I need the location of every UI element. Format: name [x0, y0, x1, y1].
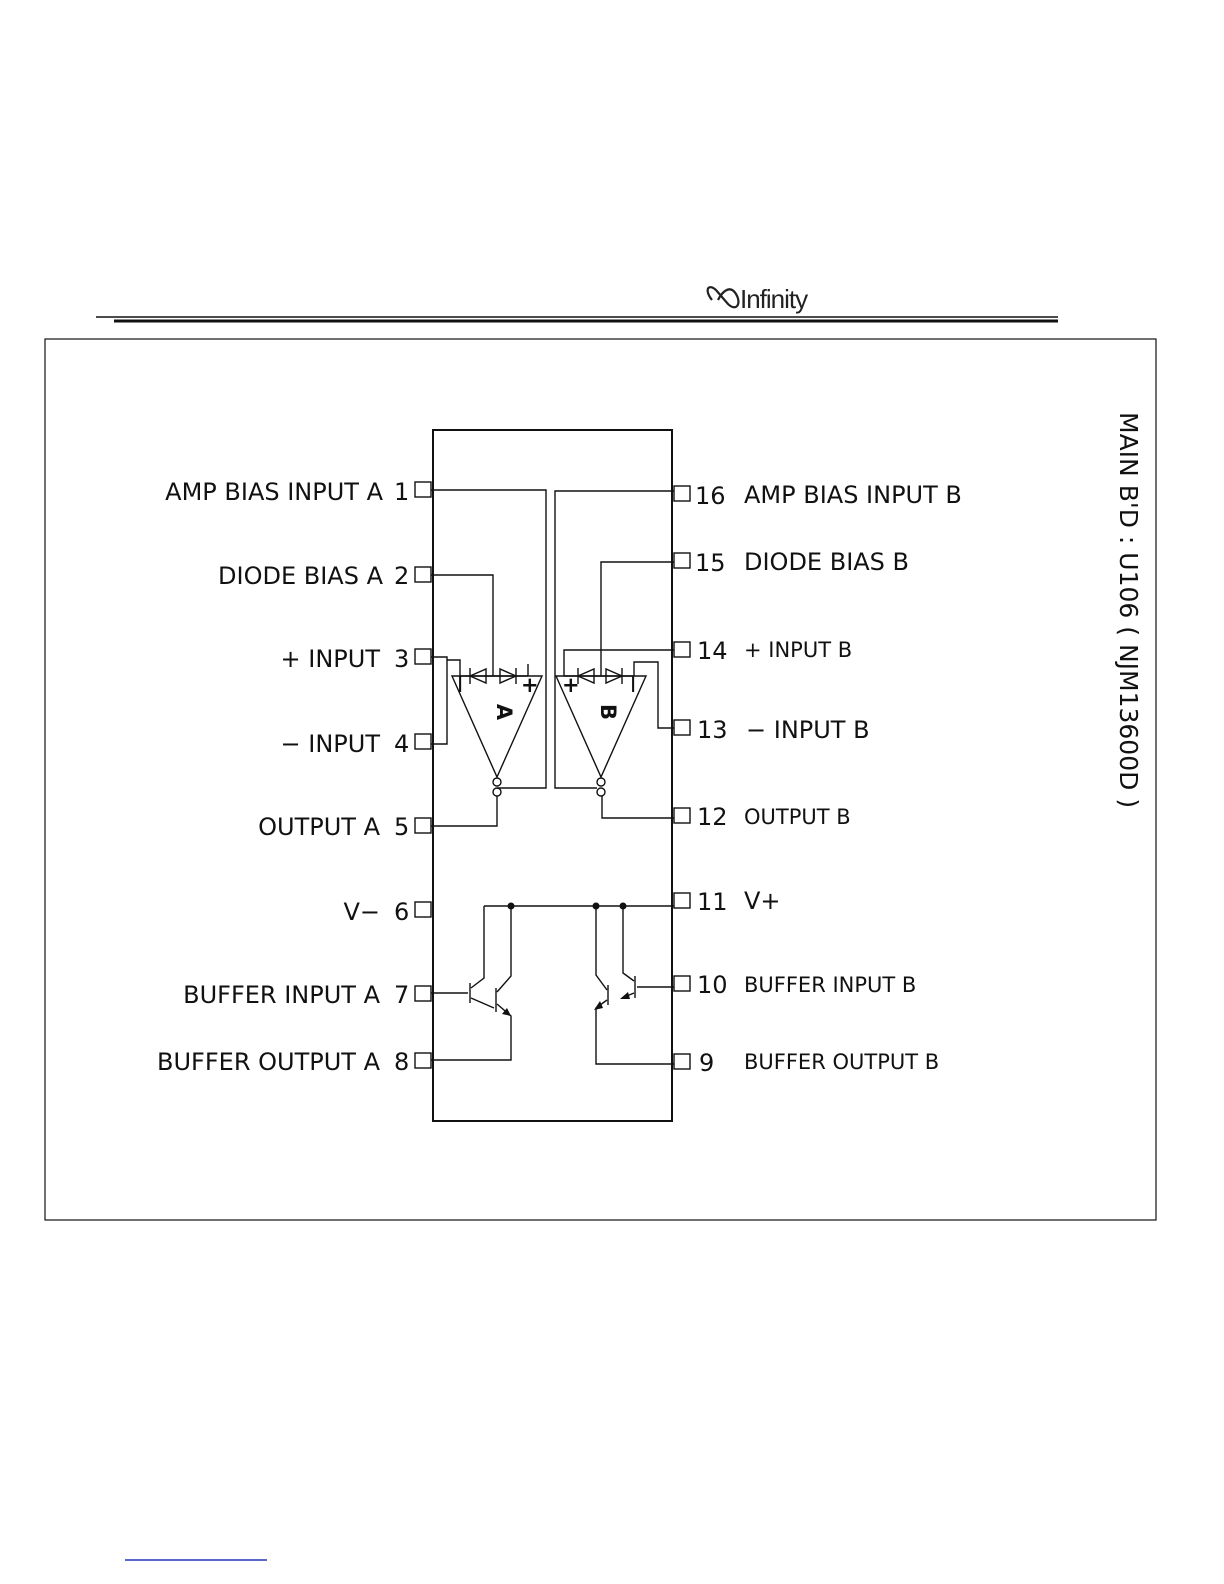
pin-number: 9 — [699, 1049, 714, 1077]
wire-amp-bias-b — [555, 491, 674, 788]
pin-pad — [415, 1053, 431, 1068]
wire-amp-bias-a — [431, 490, 546, 788]
pin-label: + INPUT — [281, 645, 381, 673]
pin-number: 5 — [394, 813, 409, 841]
pin-pad — [415, 818, 431, 833]
pin-pad — [674, 808, 690, 823]
wire-diode-bias-a — [431, 575, 493, 676]
pin-number: 14 — [697, 637, 728, 665]
wire-minus-b — [634, 662, 674, 728]
pin-number: 12 — [697, 803, 728, 831]
wire-output-a — [431, 796, 497, 826]
pin-pad — [415, 986, 431, 1001]
pin-label: BUFFER INPUT A — [183, 981, 380, 1009]
pin-10: 10 BUFFER INPUT B — [674, 971, 916, 999]
pin-number: 10 — [697, 971, 728, 999]
pin-7: BUFFER INPUT A 7 — [183, 981, 431, 1009]
infinity-logo-icon — [708, 287, 739, 307]
pin-label: DIODE BIAS B — [744, 548, 909, 576]
opamp-a-output-node2 — [493, 788, 501, 796]
pin-11: 11 V+ — [674, 887, 781, 916]
pin-pad — [415, 649, 431, 664]
pin-8: BUFFER OUTPUT A 8 — [157, 1048, 431, 1076]
pin-13: 13 − INPUT B — [674, 716, 870, 744]
figure-frame — [45, 339, 1156, 1220]
logo-text: Infinity — [740, 284, 808, 314]
pin-pad — [415, 567, 431, 582]
pin-9: 9 BUFFER OUTPUT B — [674, 1049, 939, 1077]
pin-number: 8 — [394, 1048, 409, 1076]
pin-label: OUTPUT A — [258, 813, 380, 841]
pin-14: 14 + INPUT B — [674, 637, 852, 665]
pin-number: 4 — [394, 730, 409, 758]
pin-number: 2 — [394, 562, 409, 590]
pin-number: 16 — [695, 482, 726, 510]
pin-2: DIODE BIAS A 2 — [218, 562, 431, 590]
pin-label: AMP BIAS INPUT A — [165, 478, 383, 506]
pin-number: 1 — [394, 478, 409, 506]
pin-number: 15 — [695, 549, 726, 577]
pin-number: 13 — [697, 716, 728, 744]
pin-6: V− 6 — [343, 898, 431, 926]
pin-number: 7 — [394, 981, 409, 1009]
amp-a-wiring: I + A — [431, 490, 546, 826]
chip-body — [433, 430, 672, 1121]
right-pins: 16 AMP BIAS INPUT B 15 DIODE BIAS B 14 +… — [674, 481, 962, 1077]
opamp-b-label: B — [596, 704, 620, 720]
pin-number: 3 — [394, 645, 409, 673]
pin-3: + INPUT 3 — [281, 645, 431, 673]
pin-label: + INPUT B — [744, 638, 852, 662]
pin-pad — [674, 720, 690, 735]
opamp-a-minus: I — [457, 673, 463, 697]
pin-label: BUFFER INPUT B — [744, 973, 916, 997]
pin-12: 12 OUTPUT B — [674, 803, 851, 831]
pin-label: BUFFER OUTPUT B — [744, 1050, 939, 1074]
opamp-b-minus: I — [630, 673, 636, 697]
header: Infinity — [96, 284, 1058, 321]
pin-pad — [674, 486, 690, 501]
side-title: MAIN B'D : U106 ( NJM13600D ) — [1114, 412, 1143, 808]
opamp-a-plus: + — [521, 673, 539, 697]
pin-label: V+ — [744, 887, 781, 915]
amp-b-wiring: + I B — [555, 491, 674, 818]
opamp-b-output-node2 — [597, 788, 605, 796]
pin-label: V− — [343, 898, 380, 926]
pin-pad — [415, 482, 431, 497]
pin-pad — [674, 642, 690, 657]
pin-pad — [674, 893, 690, 908]
opamp-b-output-node — [597, 778, 605, 786]
pin-label: − INPUT B — [746, 716, 870, 744]
pin-label: BUFFER OUTPUT A — [157, 1048, 381, 1076]
pin-pad — [415, 902, 431, 917]
transistor-pair-a — [431, 906, 511, 1060]
wire-diode-bias-b — [601, 562, 674, 676]
pin-label: OUTPUT B — [744, 805, 851, 829]
pin-5: OUTPUT A 5 — [258, 813, 431, 841]
pin-1: AMP BIAS INPUT A 1 — [165, 478, 431, 506]
pin-label: DIODE BIAS A — [218, 562, 384, 590]
left-pins: AMP BIAS INPUT A 1 DIODE BIAS A 2 + INPU… — [157, 478, 431, 1076]
buffer-wiring — [431, 903, 674, 1065]
opamp-a-label: A — [492, 704, 516, 721]
pin-pad — [415, 734, 431, 749]
pin-label: − INPUT — [281, 730, 381, 758]
pin-number: 11 — [697, 888, 728, 916]
pin-4: − INPUT 4 — [281, 730, 431, 758]
transistor-pair-b — [594, 906, 674, 1064]
opamp-a-output-node — [493, 778, 501, 786]
pin-label: AMP BIAS INPUT B — [744, 481, 962, 509]
wire-output-b — [602, 796, 674, 818]
pin-number: 6 — [394, 898, 409, 926]
pin-pad — [674, 976, 690, 991]
pin-16: 16 AMP BIAS INPUT B — [674, 481, 962, 510]
pin-pad — [674, 1054, 690, 1069]
pin-pad — [674, 553, 690, 568]
pin-15: 15 DIODE BIAS B — [674, 548, 909, 577]
opamp-b-plus: + — [562, 673, 580, 697]
